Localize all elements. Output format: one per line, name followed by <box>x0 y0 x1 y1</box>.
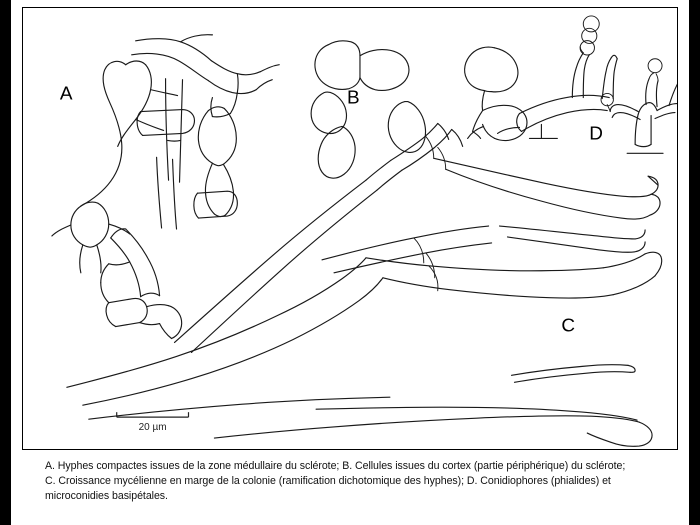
caption-line-3: microconidies basipétales. <box>45 490 168 503</box>
figure-plate: A B <box>22 7 678 450</box>
page-gutter-left <box>0 0 11 525</box>
panel-a-drawing: A <box>51 34 280 340</box>
panel-b-drawing: B <box>310 40 528 179</box>
figure-caption: A. Hyphes compactes issues de la zone mé… <box>45 459 679 505</box>
caption-line-1: A. Hyphes compactes issues de la zone mé… <box>45 460 626 472</box>
scale-bar: 20 µm <box>116 412 190 433</box>
page-sheet: A B <box>11 0 689 525</box>
page-gutter-right <box>689 0 700 525</box>
panel-b-label: B <box>347 88 360 109</box>
panel-c-label: C <box>561 316 575 337</box>
caption-line-2: C. Croissance mycélienne en marge de la … <box>45 475 611 488</box>
scale-bar-label: 20 µm <box>139 422 167 433</box>
panel-d-drawing: D <box>496 15 677 154</box>
panel-a-label: A <box>60 84 73 105</box>
panel-c-drawing: C <box>66 122 663 447</box>
panel-d-label: D <box>589 123 603 144</box>
figure-drawing: A B <box>51 15 677 447</box>
